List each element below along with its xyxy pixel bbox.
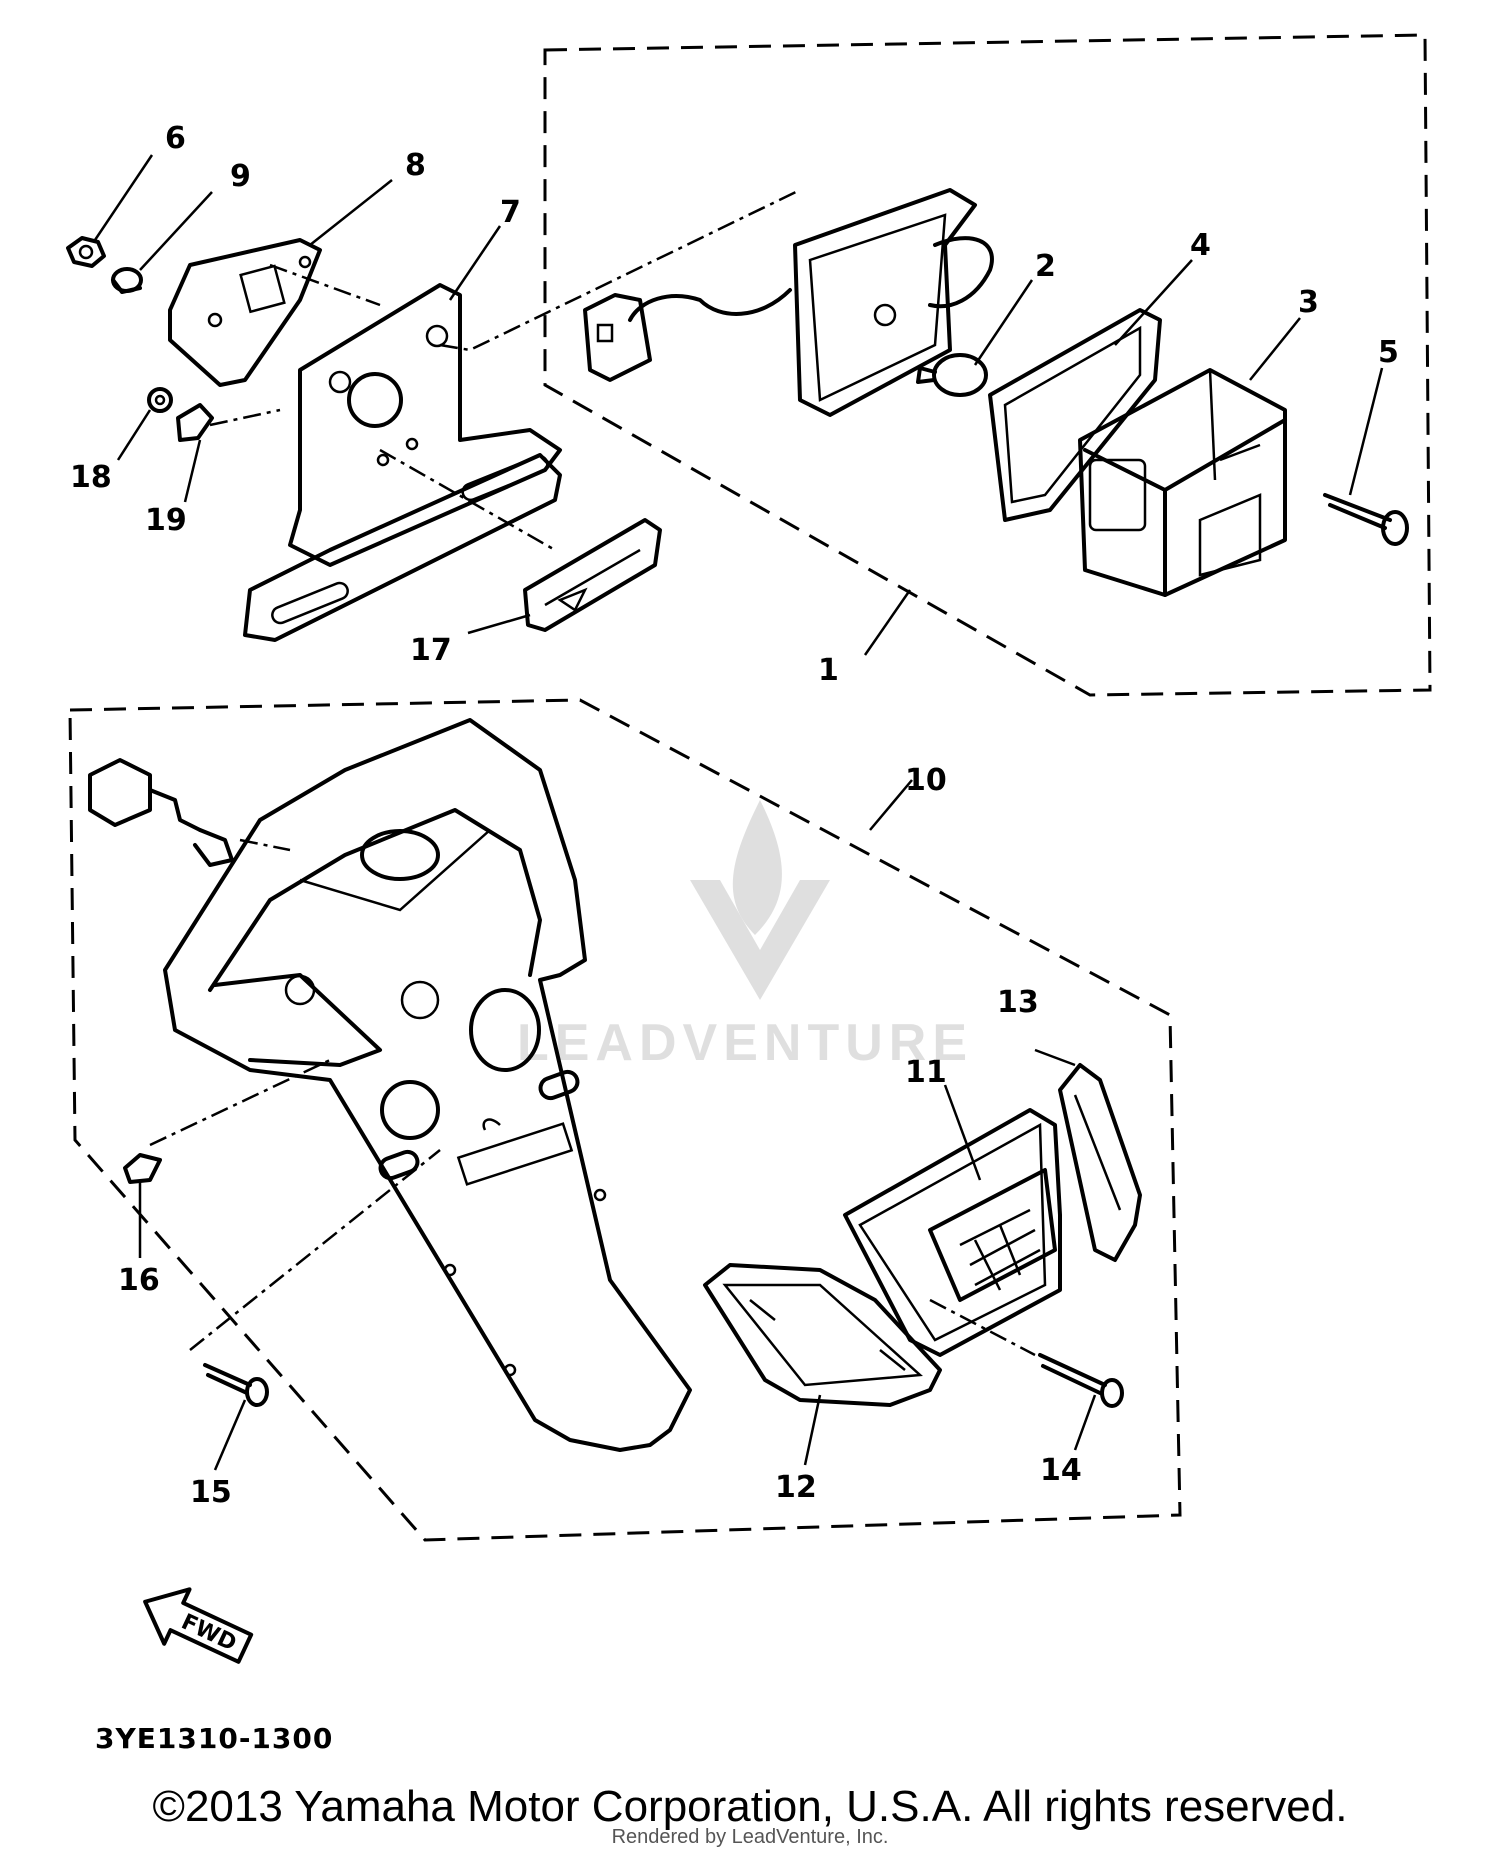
lens-housing-11 bbox=[843, 1108, 1062, 1357]
part-label-19: 19 bbox=[145, 503, 187, 538]
part-label-2: 2 bbox=[1035, 249, 1056, 284]
part-label-6: 6 bbox=[165, 121, 186, 156]
rendered-by-note: Rendered by LeadVenture, Inc. bbox=[611, 1826, 889, 1848]
boundary-assembly-10 bbox=[68, 698, 1182, 1542]
part-label-7: 7 bbox=[500, 195, 521, 230]
reflector-17 bbox=[523, 518, 662, 632]
bracket-8 bbox=[168, 238, 322, 387]
part-label-14: 14 bbox=[1040, 1453, 1082, 1488]
collar-9 bbox=[111, 267, 143, 294]
part-label-3: 3 bbox=[1298, 285, 1319, 320]
part-label-5: 5 bbox=[1378, 335, 1399, 370]
screw-14 bbox=[1038, 1353, 1124, 1408]
leadventure-watermark: LEADVENTURE bbox=[517, 800, 973, 1072]
part-label-17: 17 bbox=[410, 633, 452, 668]
boundary-assembly-1 bbox=[543, 33, 1432, 697]
part-label-18: 18 bbox=[70, 460, 112, 495]
gasket-4 bbox=[988, 308, 1162, 522]
side-lens-13 bbox=[1058, 1063, 1142, 1262]
screw-15 bbox=[203, 1363, 269, 1407]
bulb-2 bbox=[916, 353, 988, 397]
part-label-9: 9 bbox=[230, 159, 251, 194]
nut-18 bbox=[147, 387, 173, 413]
connector-lower bbox=[88, 758, 234, 867]
part-labels: 6 9 8 7 2 4 3 5 18 19 17 1 10 13 11 16 1… bbox=[70, 121, 1399, 1510]
lens-3 bbox=[1078, 368, 1287, 597]
taillight-base bbox=[628, 188, 994, 417]
side-lens-12 bbox=[703, 1263, 942, 1407]
part-label-10: 10 bbox=[905, 763, 947, 798]
part-label-4: 4 bbox=[1190, 228, 1211, 263]
assembly-lines bbox=[149, 188, 1036, 1357]
license-bracket-7 bbox=[243, 283, 562, 642]
part-label-16: 16 bbox=[118, 1263, 160, 1298]
connector-upper bbox=[583, 293, 652, 382]
nut-6 bbox=[66, 236, 106, 268]
drawing-code: 3YE1310-1300 bbox=[95, 1722, 333, 1755]
watermark-text: LEADVENTURE bbox=[517, 1014, 973, 1072]
rear-fender-10 bbox=[163, 718, 692, 1452]
part-label-12: 12 bbox=[775, 1470, 817, 1505]
part-label-15: 15 bbox=[190, 1475, 232, 1510]
leader-lines bbox=[93, 154, 1384, 1471]
part-label-1: 1 bbox=[818, 653, 839, 688]
part-label-13: 13 bbox=[997, 985, 1039, 1020]
clip-16 bbox=[123, 1153, 162, 1184]
fwd-arrow: FWD bbox=[143, 1587, 254, 1664]
clip-19 bbox=[176, 403, 214, 442]
part-label-11: 11 bbox=[905, 1055, 947, 1090]
screw-5 bbox=[1323, 493, 1409, 546]
part-label-8: 8 bbox=[405, 148, 426, 183]
copyright-notice: ©2013 Yamaha Motor Corporation, U.S.A. A… bbox=[152, 1782, 1348, 1831]
